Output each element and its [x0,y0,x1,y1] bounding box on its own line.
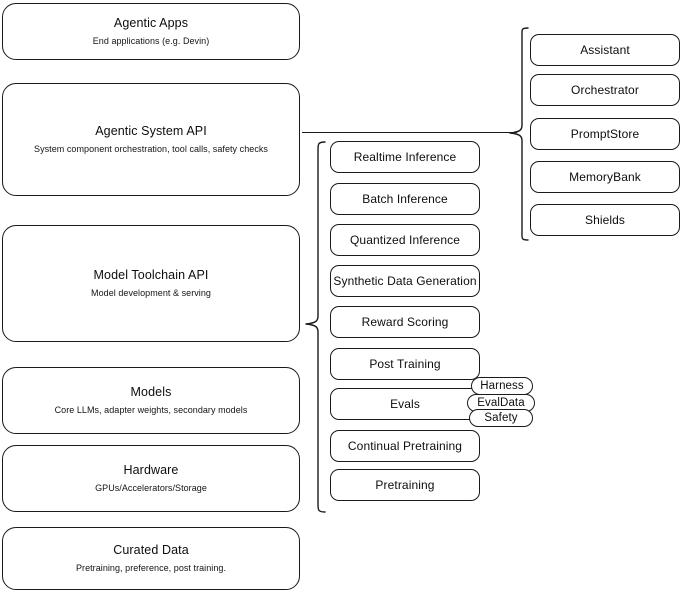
component-label: Realtime Inference [353,150,457,164]
layer-title: Models [130,384,172,399]
toolchain-component-continual-pretraining[interactable]: Continual Pretraining [330,430,480,462]
component-label: Quantized Inference [350,233,460,247]
system-component-orchestrator[interactable]: Orchestrator [530,74,680,106]
toolchain-component-post-training[interactable]: Post Training [330,348,480,380]
toolchain-component-evals[interactable]: Evals [330,388,480,420]
system-component-shields[interactable]: Shields [530,204,680,236]
layer-title: Curated Data [113,542,189,557]
layer-subtitle: Core LLMs, adapter weights, secondary mo… [54,405,248,416]
component-label: PromptStore [570,127,640,141]
system-component-assistant[interactable]: Assistant [530,34,680,66]
layer-title: Hardware [123,462,179,477]
toolchain-component-realtime-inference[interactable]: Realtime Inference [330,141,480,173]
component-label: Evals [390,397,420,411]
layer-subtitle: Model development & serving [91,288,211,299]
component-label: Post Training [369,357,441,371]
stack-layer-model-toolchain-api[interactable]: Model Toolchain API Model development & … [2,225,300,342]
system-component-promptstore[interactable]: PromptStore [530,118,680,150]
component-label: MemoryBank [569,170,641,184]
component-label: Synthetic Data Generation [333,274,477,288]
stack-layer-models[interactable]: Models Core LLMs, adapter weights, secon… [2,367,300,434]
eval-tag-harness[interactable]: Harness [471,377,533,395]
layer-subtitle: Pretraining, preference, post training. [75,563,227,574]
stack-layer-hardware[interactable]: Hardware GPUs/Accelerators/Storage [2,445,300,512]
system-component-memorybank[interactable]: MemoryBank [530,161,680,193]
component-label: Reward Scoring [361,315,449,329]
toolchain-component-synthetic-data-generation[interactable]: Synthetic Data Generation [330,265,480,297]
component-label: Continual Pretraining [347,439,463,453]
eval-tag-safety[interactable]: Safety [469,409,533,427]
toolchain-component-reward-scoring[interactable]: Reward Scoring [330,306,480,338]
component-label: Orchestrator [571,83,639,97]
stack-layer-curated-data[interactable]: Curated Data Pretraining, preference, po… [2,527,300,590]
toolchain-component-quantized-inference[interactable]: Quantized Inference [330,224,480,256]
toolchain-component-batch-inference[interactable]: Batch Inference [330,183,480,215]
layer-title: Agentic Apps [113,15,189,30]
eval-tag-label: EvalData [477,397,525,409]
layer-subtitle: GPUs/Accelerators/Storage [95,483,207,494]
brace-system-components [509,27,529,241]
component-label: Assistant [580,43,630,57]
eval-tag-label: Safety [484,412,518,424]
brace-toolchain-components [305,141,326,513]
component-label: Shields [584,213,626,227]
component-label: Pretraining [375,478,435,492]
layer-subtitle: System component orchestration, tool cal… [34,144,268,155]
connector-system-api-to-components [302,132,517,134]
stack-layer-agentic-apps[interactable]: Agentic Apps End applications (e.g. Devi… [2,3,300,60]
layer-subtitle: End applications (e.g. Devin) [92,36,210,47]
layer-title: Agentic System API [95,123,207,138]
eval-tag-label: Harness [480,380,524,392]
stack-layer-agentic-system-api[interactable]: Agentic System API System component orch… [2,83,300,196]
component-label: Batch Inference [362,192,448,206]
toolchain-component-pretraining[interactable]: Pretraining [330,469,480,501]
layer-title: Model Toolchain API [93,267,209,282]
